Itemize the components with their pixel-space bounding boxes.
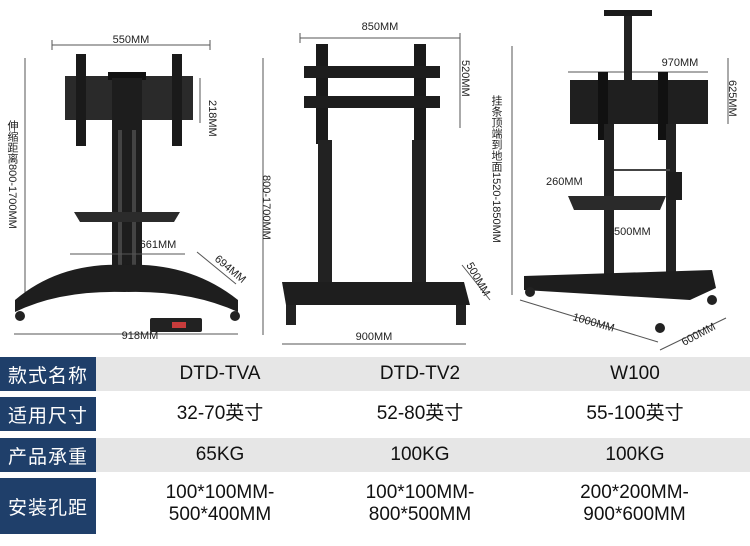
p1-width-label: 550MM (113, 34, 150, 46)
p3-width-label: 970MM (662, 57, 699, 69)
table-cell: DTD-TV2 (379, 363, 461, 384)
table-row: 款式名称 DTD-TVA DTD-TV2 W100 (0, 357, 750, 391)
p1-tray-label: 661MM (140, 239, 177, 251)
row-header: 安装孔距 (0, 478, 96, 534)
table-cell: 100*100MM- 800*500MM (365, 482, 475, 525)
table-cell: 200*200MM- 900*600MM (580, 482, 689, 525)
row-band (96, 357, 750, 391)
table-row: 安装孔距 100*100MM- 500*400MM 100*100MM- 800… (0, 478, 750, 534)
p2-height-label: 520MM (459, 60, 471, 97)
product-1-stand (14, 40, 240, 335)
p3-base-depth-label: 600MM (680, 321, 718, 349)
table-cell: 32-70英寸 (176, 403, 264, 424)
product-3-stand (511, 10, 729, 351)
table-row: 适用尺寸 32-70英寸 52-80英寸 55-100英寸 (0, 397, 750, 431)
p3-base-width-label: 1000MM (571, 311, 615, 334)
row-header: 款式名称 (0, 357, 96, 391)
table-cell: W100 (610, 363, 660, 384)
product-2-stand (262, 33, 491, 345)
table-cell: 55-100英寸 (586, 403, 684, 424)
p2-width-label: 850MM (362, 21, 399, 33)
row-band (96, 438, 750, 472)
table-row: 产品承重 65KG 100KG 100KG (0, 438, 750, 472)
table-cell: 100*100MM- 500*400MM (165, 482, 275, 525)
table-cell: DTD-TVA (179, 363, 261, 384)
p1-depth-label: 694MM (212, 253, 248, 286)
p3-tray-depth-label: 500MM (614, 226, 651, 238)
p1-span-label: 伸缩距离800-1700MM (6, 120, 19, 229)
table-cell: 100KG (605, 444, 665, 465)
p3-span-label: 挂条顶端到地面1520-1850MM (490, 94, 503, 243)
p2-base-label: 900MM (356, 331, 393, 343)
row-header: 产品承重 (0, 438, 96, 472)
product-diagram: 550MM 218MM 伸缩距离800-1700MM 661MM 694MM 9… (6, 10, 738, 351)
p1-base-label: 918MM (122, 330, 159, 342)
p2-span-label: 800-1700MM (260, 175, 272, 240)
p2-depth-label: 500MM (463, 261, 492, 299)
row-header: 适用尺寸 (0, 397, 96, 431)
p1-height-label: 218MM (206, 100, 218, 137)
p3-tray-width-label: 260MM (546, 176, 583, 188)
table-cell: 52-80英寸 (376, 403, 464, 424)
p3-height-label: 625MM (726, 80, 738, 117)
table-cell: 100KG (390, 444, 450, 465)
table-cell: 65KG (195, 444, 245, 465)
